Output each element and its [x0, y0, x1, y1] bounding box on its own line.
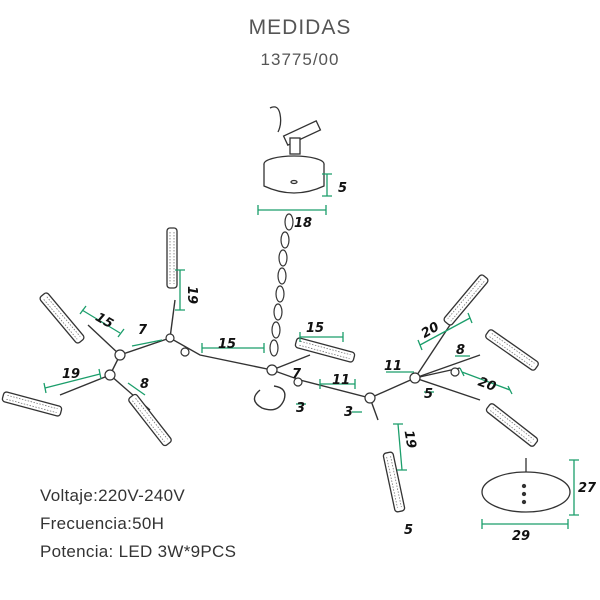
dim-right-small: 8 [456, 343, 465, 358]
dim-right-arm: 20 [476, 375, 498, 395]
dim-center-offset: 3 [296, 401, 305, 416]
lamp-arms [59, 299, 481, 421]
spec-voltage: Voltaje:220V-240V [40, 486, 185, 505]
chain [269, 213, 294, 357]
dim-canopy-width: 18 [294, 216, 312, 231]
dim-right-offset: 5 [424, 387, 433, 402]
oval-diffuser [481, 458, 571, 513]
dim-right-upper: 20 [419, 320, 442, 342]
spec-power: Potencia: LED 3W*9PCS [40, 542, 237, 561]
page-title: MEDIDAS [248, 16, 352, 39]
dim-oval-width: 29 [512, 529, 530, 544]
dim-left-lower-small: 8 [140, 377, 149, 392]
dim-left-link: 15 [218, 337, 236, 352]
dim-left-lower: 19 [62, 367, 80, 382]
dimension-lines [43, 173, 579, 529]
dim-lower-center: 19 [401, 429, 419, 449]
dim-canopy-height: 5 [338, 181, 347, 196]
dim-left-vertical: 19 [184, 286, 199, 304]
dim-right-link: 11 [384, 359, 402, 374]
dim-oval-height: 27 [578, 481, 597, 496]
dim-center-small: 7 [292, 367, 302, 382]
dim-mid-small-offset: 3 [344, 405, 353, 420]
dim-center-link: 11 [332, 373, 350, 388]
product-code: 13775/00 [260, 50, 340, 69]
specifications: Voltaje:220V-240V Frecuencia:50H Potenci… [40, 482, 236, 566]
canopy [263, 106, 325, 194]
dim-lower-center-end: 5 [404, 523, 413, 538]
joints [104, 333, 460, 404]
dim-center-right-arm: 15 [306, 321, 324, 336]
dim-left-short-link: 7 [138, 323, 148, 338]
spec-frequency: Frecuencia:50H [40, 514, 165, 533]
